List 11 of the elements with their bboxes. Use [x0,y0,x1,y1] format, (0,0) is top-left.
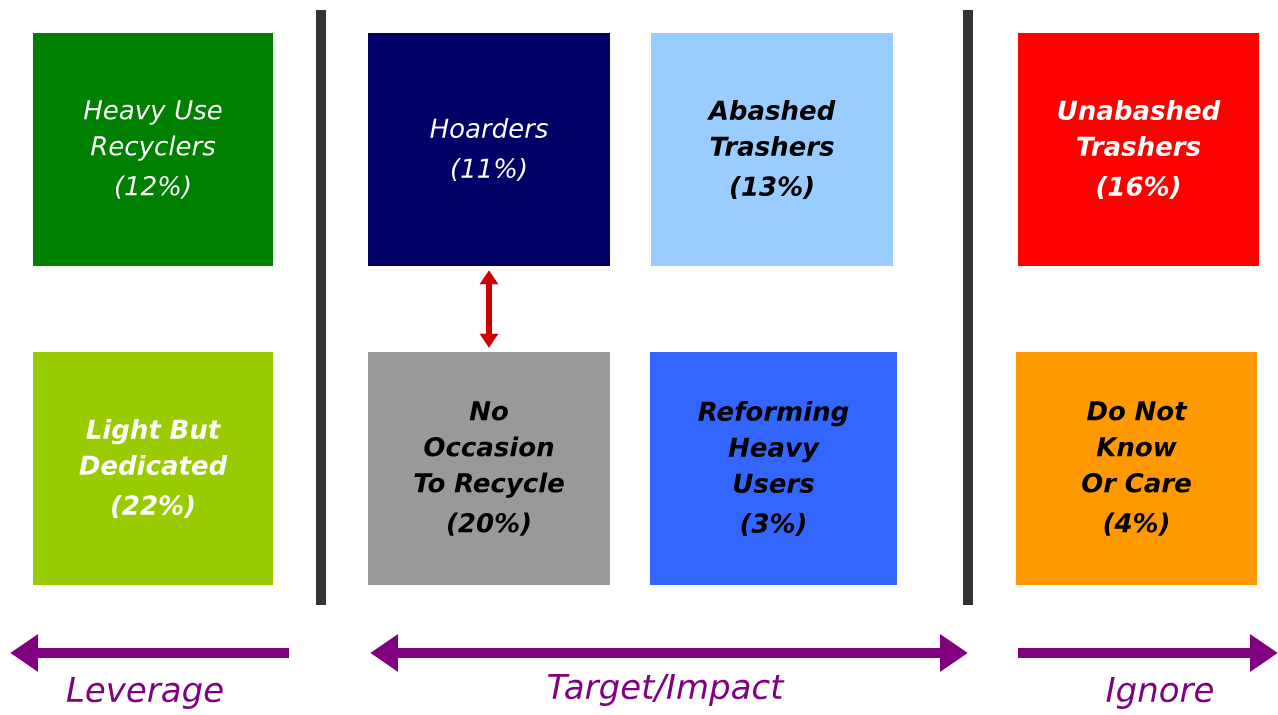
direction-label: Target/Impact [548,674,785,706]
segment-box: Abashed Trashers (13%) [651,33,893,266]
segment-box: Light But Dedicated (22%) [33,352,273,585]
segment-box: Heavy Use Recyclers (12%) [33,33,273,266]
segment-box: Reforming Heavy Users (3%) [650,352,897,585]
direction-label: Ignore [1106,677,1213,709]
segment-box: Unabashed Trashers (16%) [1018,33,1259,266]
segment-box: Hoarders (11%) [368,33,610,266]
segment-box: Do Not Know Or Care (4%) [1016,352,1257,585]
direction-label: Leverage [66,677,223,709]
segment-box: No Occasion To Recycle (20%) [368,352,610,585]
